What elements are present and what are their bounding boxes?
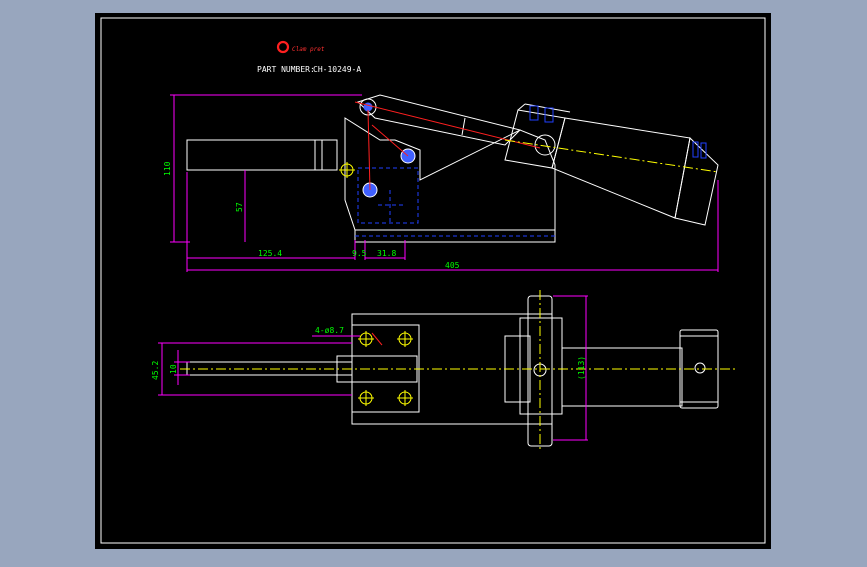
hidden-lines [355,167,555,237]
dim-length-125: 125.4 [258,249,282,258]
side-view [186,94,719,243]
dim-length-9: 9.5 [352,249,367,258]
mount-holes [358,331,413,406]
dim-width-45: 45.2 [151,361,160,380]
dim-holes: 4-ø8.7 [315,326,344,335]
handle-bar [186,139,338,171]
part-number-label: PART NUMBER: [257,65,315,74]
cylinder-pin [534,134,556,156]
top-dimensions [158,295,588,441]
dim-width-right: (113) [577,356,586,380]
side-dimensions [170,94,719,272]
brand-logo: Clam pret [276,40,325,54]
dim-height-total: 110 [163,161,172,176]
drawing-frame [100,17,766,544]
air-cylinder [504,103,719,226]
drawing-background [95,13,771,549]
logo-text: Clam pret [292,46,325,53]
part-number-value: CH-10249-A [313,65,361,74]
cylinder-marks [529,105,707,159]
dim-length-total: 405 [445,261,460,270]
lever-arm [357,94,521,146]
logo-mark-icon [276,40,290,54]
top-view [180,290,735,452]
cylinder-port [694,362,706,374]
dim-length-31: 31.8 [377,249,396,258]
dim-height-handle: 57 [235,202,244,212]
dim-width-10: 10 [169,364,178,374]
